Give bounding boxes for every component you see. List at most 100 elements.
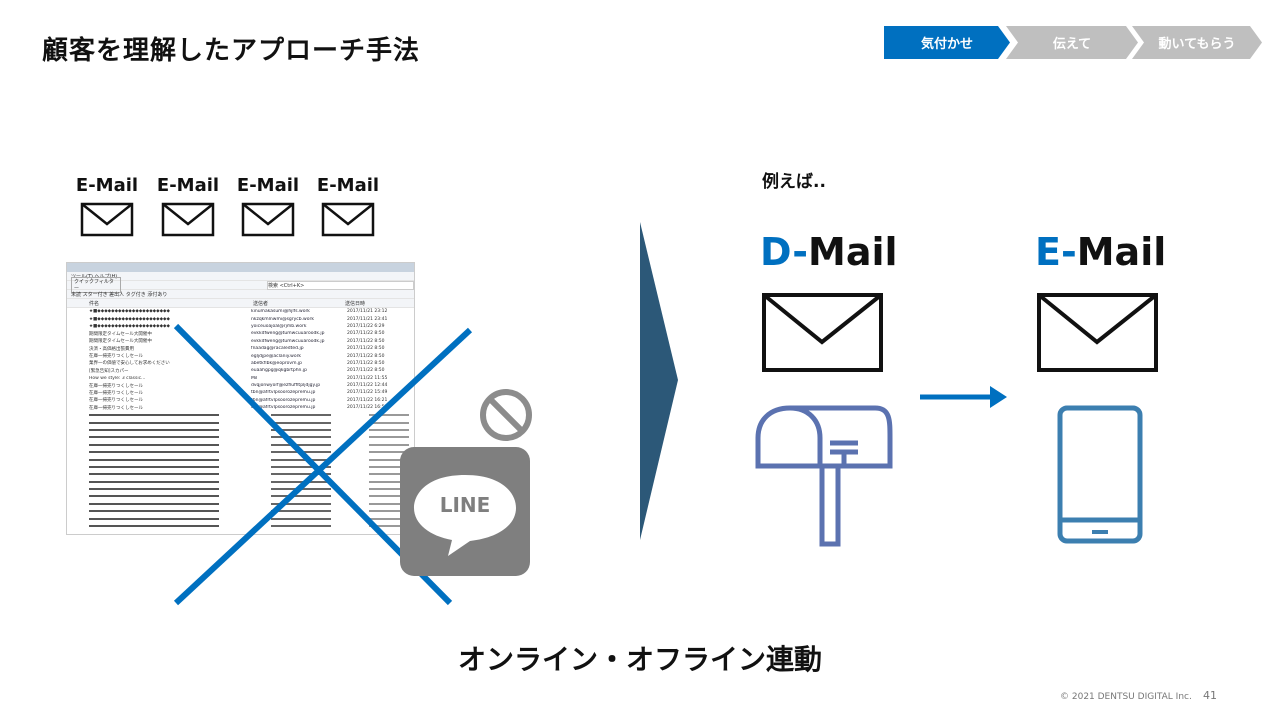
mail-row-filler <box>67 419 414 426</box>
mail-date: 2017/11/22 15:49 <box>347 390 388 396</box>
column-from: 送信者 <box>253 300 269 307</box>
column-subject: 件名 <box>89 300 100 307</box>
mail-sender: tbn@afrtvlpsoorozepremu.jp <box>251 397 316 403</box>
email-label: E-Mail <box>156 175 220 196</box>
mail-row: 業界一の価値で安心してお求めください abetkflbk@eoprovm.jp 20… <box>67 360 414 367</box>
transition-arrow-shape <box>640 222 678 540</box>
search-field: 検索 <Ctrl+K> <box>267 280 414 290</box>
mailbox-icon <box>755 405 893 547</box>
envelope-icon <box>321 202 375 237</box>
mail-subject: 在庫一掃売りつくしセール <box>89 383 144 389</box>
mail-date: 2017/11/22 8:50 <box>347 331 385 337</box>
mail-sender: tbn@afrtvlpsoorozepremu.jp <box>251 390 316 396</box>
cross-line <box>173 327 473 606</box>
mail-row: 期間限定タイムセール大開催中 evkkdfweng@tumwcuuaroodk.j… <box>67 330 414 337</box>
mail-subject: 期間限定タイムセール大開催中 <box>89 331 152 337</box>
mail-date: 2017/11/22 16:21 <box>347 397 388 403</box>
mail-date: 2017/11/21 23:41 <box>347 316 388 322</box>
mail-row-filler <box>67 441 414 448</box>
mail-subject: ★■◆◆◆◆◆◆◆◆◆◆◆◆◆◆◆◆◆◆◆◆◆ <box>89 316 170 322</box>
mail-row-filler <box>67 478 414 485</box>
menu-bar: ツール(T) ヘルプ(H) <box>67 272 414 281</box>
step-convey: 伝えて <box>1006 26 1138 59</box>
mail-subject: 在庫一掃売りつくしセール <box>89 354 144 360</box>
mail-sender: kinumakasumi@hjlfs.work <box>251 309 310 315</box>
toolbar: クイックフィルター 検索 <Ctrl+K> <box>67 277 414 293</box>
mail-date: 2017/11/22 12:44 <box>347 383 388 389</box>
mail-subject: 在庫一掃売りつくしセール <box>89 405 144 411</box>
envelope-icon <box>241 202 295 237</box>
page-title: 顧客を理解したアプローチ手法 <box>42 36 421 66</box>
email-label: E-Mail <box>316 175 380 196</box>
prohibited-overlay <box>173 323 532 606</box>
dmail-suffix: Mail <box>808 230 898 274</box>
mail-client-screenshot: ツール(T) ヘルプ(H) クイックフィルター 検索 <Ctrl+K> 未読 ス… <box>66 262 415 535</box>
envelope-icon <box>161 202 215 237</box>
mail-date: 2017/11/22 16:52 <box>347 405 388 411</box>
envelope-icon <box>762 293 883 372</box>
email-prefix: E- <box>1035 230 1077 274</box>
mail-date: 2017/11/22 11:55 <box>347 375 388 381</box>
step-notice: 気付かせ <box>884 26 1010 59</box>
email-label: E-Mail <box>75 175 139 196</box>
window-titlebar <box>67 263 414 272</box>
mail-date: 2017/11/22 8:50 <box>347 360 385 366</box>
mail-row-filler <box>67 522 414 529</box>
smartphone-icon <box>1057 405 1143 544</box>
mail-row: How we style: 3 classic... Mil 2017/11/22 … <box>67 375 414 382</box>
mail-sender: evkkdfweng@tumwcuuaroodk.jp <box>251 331 325 337</box>
page-number: 41 <box>1203 689 1217 702</box>
email-label: E-Mail <box>236 175 300 196</box>
mail-subject: ★■◆◆◆◆◆◆◆◆◆◆◆◆◆◆◆◆◆◆◆◆◆ <box>89 309 170 315</box>
mail-sender: Mil <box>251 375 258 381</box>
mail-row-filler <box>67 493 414 500</box>
mail-row-filler <box>67 515 414 522</box>
mail-row: ★■◆◆◆◆◆◆◆◆◆◆◆◆◆◆◆◆◆◆◆◆◆ nkzqkmlnwmi@sgryc… <box>67 315 414 322</box>
dmail-prefix: D- <box>760 230 809 274</box>
mail-subject: [緊急告知]スカパー <box>89 368 129 374</box>
envelope-icon <box>1037 293 1158 372</box>
quick-filter-button: クイックフィルター <box>71 277 121 293</box>
envelope-icons <box>80 202 375 237</box>
mail-sender: fnaadag@racaledted.jp <box>251 346 304 352</box>
mail-sender: nkzqkmlnwmi@sgrycb.work <box>251 316 314 322</box>
mail-date: 2017/11/22 6:29 <box>347 323 385 329</box>
line-app-icon <box>400 447 530 576</box>
mail-sender: evkkdfweng@tumwcuuaroodk.jp <box>251 338 325 344</box>
mail-row-filler <box>67 456 414 463</box>
arrow-right-icon <box>920 386 1007 408</box>
mail-row: ★■◆◆◆◆◆◆◆◆◆◆◆◆◆◆◆◆◆◆◆◆◆ kinumakasumi@hjlf… <box>67 308 414 315</box>
envelope-icon <box>80 202 134 237</box>
mail-sender: euaahgpg@qkgbrtphn.jp <box>251 368 307 374</box>
column-headers: 件名 送信者 送信日時 <box>67 299 414 308</box>
mail-row-filler <box>67 411 414 418</box>
mail-row: 在庫一掃売りつくしセール tbn@afrtvlpsoorozepremu.jp 20… <box>67 389 414 396</box>
mail-row: 在庫一掃売りつくしセール tbn@afrtvlpsoorozepremu.jp 20… <box>67 397 414 404</box>
mail-row-filler <box>67 434 414 441</box>
mail-row-filler <box>67 500 414 507</box>
mail-date: 2017/11/22 8:50 <box>347 353 385 359</box>
step-act: 動いてもらう <box>1132 26 1262 59</box>
mail-row-filler <box>67 508 414 515</box>
mail-subject: 在庫一掃売りつくしセール <box>89 398 144 404</box>
mail-row-filler <box>67 471 414 478</box>
filter-bar: 未読 スター付き 差出人 タグ付き 添付あり <box>67 290 414 299</box>
line-label: LINE <box>439 493 491 517</box>
mail-date: 2017/11/21 23:12 <box>347 309 388 315</box>
mail-row-filler <box>67 426 414 433</box>
example-label: 例えば.. <box>762 172 826 192</box>
mail-row: 在庫一掃売りつくしセール tbn@afrtvlpsoorozepremu.jp 20… <box>67 404 414 411</box>
mail-sender: yoiceuoajoal@rjmb.work <box>251 323 307 329</box>
mail-date: 2017/11/22 8:50 <box>347 346 385 352</box>
dmail-heading: D-Mail <box>760 230 898 274</box>
mail-subject: 業界一の価値で安心してお求めください <box>89 361 170 367</box>
mail-sender: tbn@afrtvlpsoorozepremu.jp <box>251 405 316 411</box>
column-date: 送信日時 <box>345 300 366 307</box>
channel-icons <box>755 293 1158 547</box>
mail-subject: How we style: 3 classic... <box>89 375 146 381</box>
mail-sender: abetkflbk@eoprovm.jp <box>251 360 303 366</box>
mail-subject: 在庫一掃売りつくしセール <box>89 390 144 396</box>
email-suffix: Mail <box>1076 230 1167 274</box>
